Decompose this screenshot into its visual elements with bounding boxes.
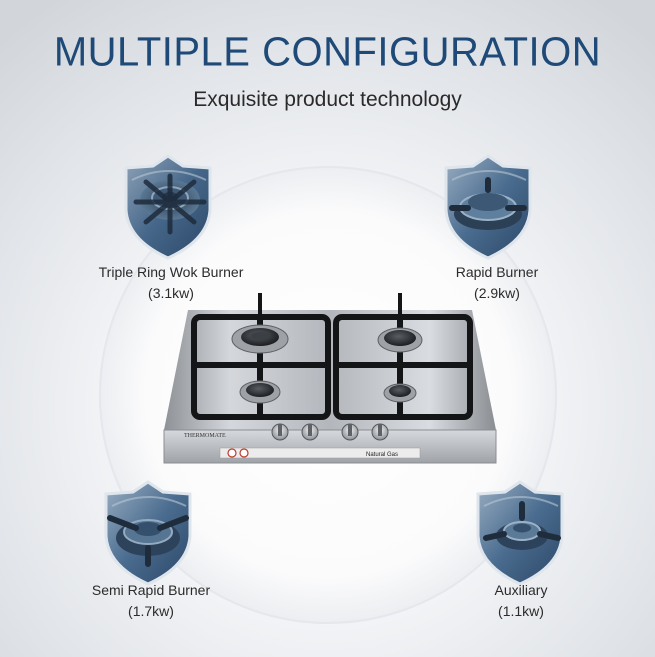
burner-label-wok: Triple Ring Wok Burner (3.1kw) [86,262,256,304]
semi-rapid-burner-icon [104,480,192,586]
burner-power: (1.7kw) [128,603,174,619]
burner-name: Semi Rapid Burner [91,582,211,598]
burner-power: (2.9kw) [474,285,520,301]
gas-hob-product-image: THERMOMATE Natural Gas [163,293,497,464]
brand-text: THERMOMATE [184,433,226,439]
burner-label-auxiliary: Auxiliary (1.1kw) [436,580,606,622]
burner-name: Triple Ring Wok Burner [98,264,244,280]
auxiliary-burner-icon [476,480,564,586]
semi-rapid-burner [239,380,281,404]
burner-name: Auxiliary [494,582,548,598]
rapid-burner [377,327,423,353]
gas-type-label: Natural Gas [366,452,398,458]
rapid-burner-icon [444,154,532,260]
burner-label-semi-rapid: Semi Rapid Burner (1.7kw) [66,580,236,622]
triple-ring-wok-burner-icon [124,154,212,260]
burner-name: Rapid Burner [455,264,539,280]
auxiliary-burner [383,383,417,403]
page-title: MULTIPLE CONFIGURATION [53,29,602,75]
burner-label-rapid: Rapid Burner (2.9kw) [412,262,582,304]
control-knobs [271,423,389,441]
burner-power: (1.1kw) [498,603,544,619]
burner-power: (3.1kw) [148,285,194,301]
wok-burner [231,324,289,354]
page-subtitle: Exquisite product technology [193,88,462,111]
